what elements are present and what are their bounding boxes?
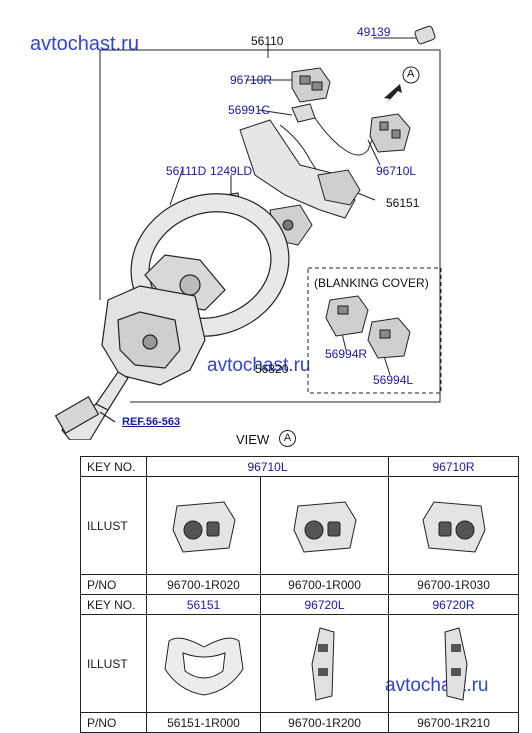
table-row: P/NO 56151-1R000 96700-1R200 96700-1R210 [80,712,520,733]
view-marker-a: A [407,68,415,80]
illust-cell [259,476,390,575]
row-label-pno: P/NO [80,712,147,733]
illust-cell [259,614,390,713]
row-label-pno: P/NO [80,574,147,595]
row-label-key: KEY NO. [80,456,147,477]
callout-56991c: 56991C [228,103,271,117]
pno-cell: 56151-1R000 [146,712,261,733]
callout-56151: 56151 [386,196,420,210]
switch-module-icon [171,500,236,553]
pno-cell: 96700-1R030 [388,574,520,595]
cap-49139-icon [414,25,436,45]
bezel-56151-icon [239,119,361,219]
blanking-cover-label: (BLANKING COVER) [314,276,429,290]
callout-96710r: 96710R [230,73,273,87]
table-row: KEY NO. 96710L 96710R [80,456,520,477]
table-row: KEY NO. 56151 96720L 96720R [80,594,520,615]
callout-56110: 56110 [251,34,284,48]
pno-cell: 96700-1R020 [146,574,261,595]
lower-cover-icon [101,285,206,386]
remote-switch-icon [310,626,335,701]
blanking-cover-96994l-icon [367,317,411,359]
illust-cell [146,476,261,575]
key-56151: 56151 [146,594,261,615]
pno-cell: 96700-1R210 [388,712,520,733]
callout-1249ld: 1249LD [210,164,253,178]
view-letter-circle: A [279,430,296,447]
bezel-icon [163,637,244,696]
illust-cell [146,614,261,713]
steering-column-icon [54,371,129,440]
callout-56820: 56820 [255,362,289,376]
key-96710l: 96710L [145,456,390,477]
key-96720r: 96720R [388,594,520,615]
pno-cell: 96700-1R000 [259,574,390,595]
table-row: ILLUST [80,614,520,713]
switch-96710l-icon [369,113,411,153]
view-arrow-icon [384,66,420,104]
callout-56994r: 56994R [325,347,368,361]
illust-cell [388,476,520,575]
callout-56994l: 56994L [373,373,414,387]
callout-96710l: 96710L [376,164,417,178]
callout-56111d: 56111D [166,164,207,178]
switch-module-icon [421,500,486,553]
pno-cell: 96700-1R200 [259,712,390,733]
switch-96710r-icon [291,67,331,103]
row-label-illust: ILLUST [80,614,147,713]
table-row: P/NO 96700-1R020 96700-1R000 96700-1R030 [80,574,520,595]
key-96710r: 96710R [388,456,520,477]
switch-module-icon [292,500,357,553]
row-label-key: KEY NO. [80,594,147,615]
ref-link[interactable]: REF.56-563 [122,416,181,428]
illust-cell [388,614,520,713]
remote-switch-icon [444,626,468,701]
callout-49139: 49139 [357,25,391,39]
steering-wheel-diagram [54,25,442,440]
parts-table: KEY NO. 96710L 96710R ILLUST [80,456,520,733]
blanking-cover-96994r-icon [325,295,369,337]
row-label-illust: ILLUST [80,476,147,575]
key-96720l: 96720L [259,594,390,615]
view-label: VIEW [236,432,270,447]
table-row: ILLUST [80,476,520,575]
watermark-middle: avtochast.ru [207,355,311,376]
